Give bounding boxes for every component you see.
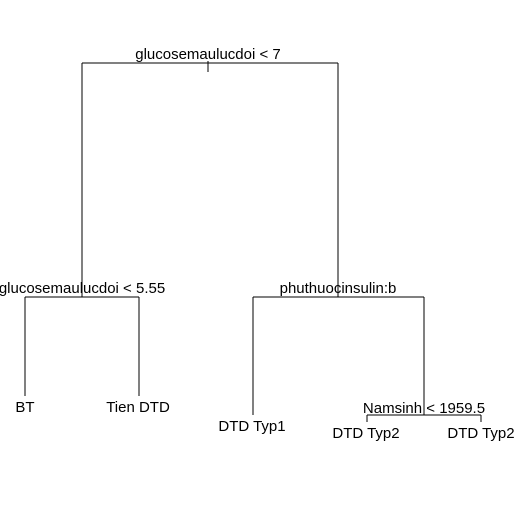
right-right-split-label: Namsinh < 1959.5 [363, 400, 485, 417]
root-split-label: glucosemaulucdoi < 7 [135, 46, 281, 63]
left-split-label: glucosemaulucdoi < 5.55 [0, 280, 165, 297]
right-split-label: phuthuocinsulin:b [280, 280, 397, 297]
leaf-label-dtd-typ2-left: DTD Typ2 [332, 425, 399, 442]
leaf-label-dtd-typ1: DTD Typ1 [218, 418, 285, 435]
leaf-label-dtd-typ2-right: DTD Typ2 [447, 425, 514, 442]
leaf-label-bt: BT [15, 399, 34, 416]
leaf-label-tien-dtd: Tien DTD [106, 399, 170, 416]
